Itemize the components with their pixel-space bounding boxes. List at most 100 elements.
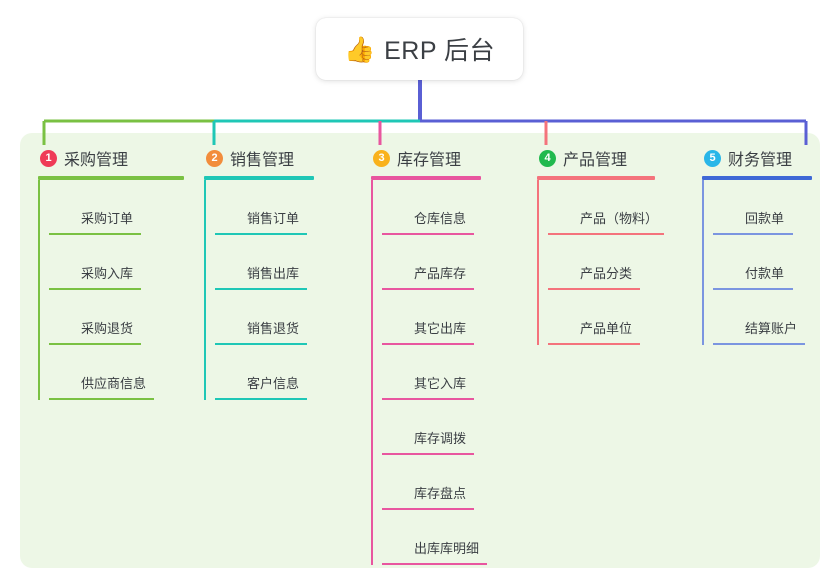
submodule-label: 销售退货 <box>247 321 300 336</box>
submodule-label: 销售订单 <box>247 211 300 226</box>
submodule-label: 采购订单 <box>81 211 134 226</box>
submodule-label: 付款单 <box>745 266 785 281</box>
submodule-list: 产品（物料） 产品分类产品单位 <box>537 180 664 345</box>
submodule-label: 库存盘点 <box>414 486 467 501</box>
submodule-label: 其它出库 <box>414 321 467 336</box>
submodule-underline <box>382 233 474 235</box>
submodule-underline <box>382 508 474 510</box>
submodule-item[interactable]: 回款单 <box>711 180 812 235</box>
submodule-underline <box>713 233 793 235</box>
submodule-item[interactable]: 采购入库 <box>47 235 184 290</box>
module-underline <box>702 176 812 180</box>
submodule-item[interactable]: 产品库存 <box>380 235 481 290</box>
submodule-item[interactable]: 采购订单 <box>47 180 184 235</box>
submodule-spine <box>204 180 206 400</box>
submodule-item[interactable]: 付款单 <box>711 235 812 290</box>
root-title-card[interactable]: 👍 ERP 后台 <box>316 18 523 80</box>
module-column-2: 2 销售管理销售订单销售出库销售退货客户信息 <box>204 145 314 400</box>
submodule-underline <box>382 563 487 565</box>
submodule-spine <box>38 180 40 400</box>
submodule-underline <box>548 233 664 235</box>
module-number-badge: 1 <box>40 149 57 167</box>
submodule-underline <box>382 343 474 345</box>
submodule-item[interactable]: 产品单位 <box>546 290 655 345</box>
module-number-badge: 3 <box>373 149 390 167</box>
module-header-1[interactable]: 1 采购管理 <box>38 145 184 171</box>
module-underline <box>371 176 481 180</box>
submodule-list: 仓库信息产品库存其它出库其它入库库存调拨库存盘点出库库明细 <box>371 180 487 565</box>
submodule-item[interactable]: 其它入库 <box>380 345 481 400</box>
submodule-label: 库存调拨 <box>414 431 467 446</box>
submodule-underline <box>713 288 793 290</box>
submodule-item[interactable]: 销售出库 <box>213 235 314 290</box>
submodule-underline <box>49 288 141 290</box>
submodule-item[interactable]: 产品分类 <box>546 235 655 290</box>
modules-panel <box>20 133 820 568</box>
module-header-5[interactable]: 5 财务管理 <box>702 145 812 171</box>
root-title-label: ERP 后台 <box>384 37 496 65</box>
submodule-spine <box>537 180 539 345</box>
submodule-underline <box>49 398 154 400</box>
module-column-5: 5 财务管理回款单付款单结算账户 <box>702 145 812 345</box>
submodule-underline <box>215 343 307 345</box>
submodule-item[interactable]: 出库库明细 <box>380 510 487 565</box>
module-title-label: 销售管理 <box>230 152 295 169</box>
submodule-label: 采购入库 <box>81 266 134 281</box>
module-header-2[interactable]: 2 销售管理 <box>204 145 314 171</box>
submodule-label: 销售出库 <box>247 266 300 281</box>
module-title-label: 库存管理 <box>397 152 462 169</box>
submodule-label: 客户信息 <box>247 376 300 391</box>
submodule-underline <box>215 233 307 235</box>
thumbs-up-icon: 👍 <box>343 34 376 64</box>
submodule-label: 其它入库 <box>414 376 467 391</box>
module-underline <box>537 176 655 180</box>
submodule-label: 产品（物料） <box>580 211 659 226</box>
submodule-underline <box>382 398 474 400</box>
module-column-1: 1 采购管理采购订单采购入库采购退货供应商信息 <box>38 145 184 400</box>
submodule-item[interactable]: 产品（物料） <box>546 180 664 235</box>
submodule-item[interactable]: 库存调拨 <box>380 400 481 455</box>
module-number-badge: 5 <box>704 149 721 167</box>
submodule-spine <box>702 180 704 345</box>
submodule-item[interactable]: 其它出库 <box>380 290 481 345</box>
submodule-underline <box>215 398 307 400</box>
submodule-underline <box>548 343 640 345</box>
module-title-label: 采购管理 <box>64 152 129 169</box>
submodule-label: 采购退货 <box>81 321 134 336</box>
submodule-underline <box>382 288 474 290</box>
submodule-label: 仓库信息 <box>414 211 467 226</box>
submodule-underline <box>382 453 474 455</box>
submodule-item[interactable]: 仓库信息 <box>380 180 481 235</box>
submodule-underline <box>713 343 805 345</box>
submodule-list: 回款单付款单结算账户 <box>702 180 812 345</box>
module-underline <box>204 176 314 180</box>
submodule-item[interactable]: 销售退货 <box>213 290 314 345</box>
submodule-label: 供应商信息 <box>81 376 147 391</box>
submodule-spine <box>371 180 373 565</box>
module-number-badge: 4 <box>539 149 556 167</box>
submodule-underline <box>49 343 141 345</box>
submodule-underline <box>215 288 307 290</box>
submodule-label: 产品分类 <box>580 266 633 281</box>
submodule-underline <box>548 288 640 290</box>
submodule-label: 出库库明细 <box>414 541 480 556</box>
submodule-item[interactable]: 供应商信息 <box>47 345 184 400</box>
submodule-label: 回款单 <box>745 211 785 226</box>
module-underline <box>38 176 184 180</box>
module-number-badge: 2 <box>206 149 223 167</box>
submodule-item[interactable]: 销售订单 <box>213 180 314 235</box>
module-title-label: 财务管理 <box>728 152 793 169</box>
submodule-item[interactable]: 采购退货 <box>47 290 184 345</box>
submodule-item[interactable]: 库存盘点 <box>380 455 481 510</box>
module-column-3: 3 库存管理仓库信息产品库存其它出库其它入库库存调拨库存盘点出库库明细 <box>371 145 487 565</box>
submodule-item[interactable]: 结算账户 <box>711 290 812 345</box>
submodule-label: 结算账户 <box>745 321 798 336</box>
submodule-list: 采购订单采购入库采购退货供应商信息 <box>38 180 184 400</box>
submodule-label: 产品库存 <box>414 266 467 281</box>
module-header-3[interactable]: 3 库存管理 <box>371 145 481 171</box>
submodule-underline <box>49 233 141 235</box>
submodule-label: 产品单位 <box>580 321 633 336</box>
submodule-item[interactable]: 客户信息 <box>213 345 314 400</box>
